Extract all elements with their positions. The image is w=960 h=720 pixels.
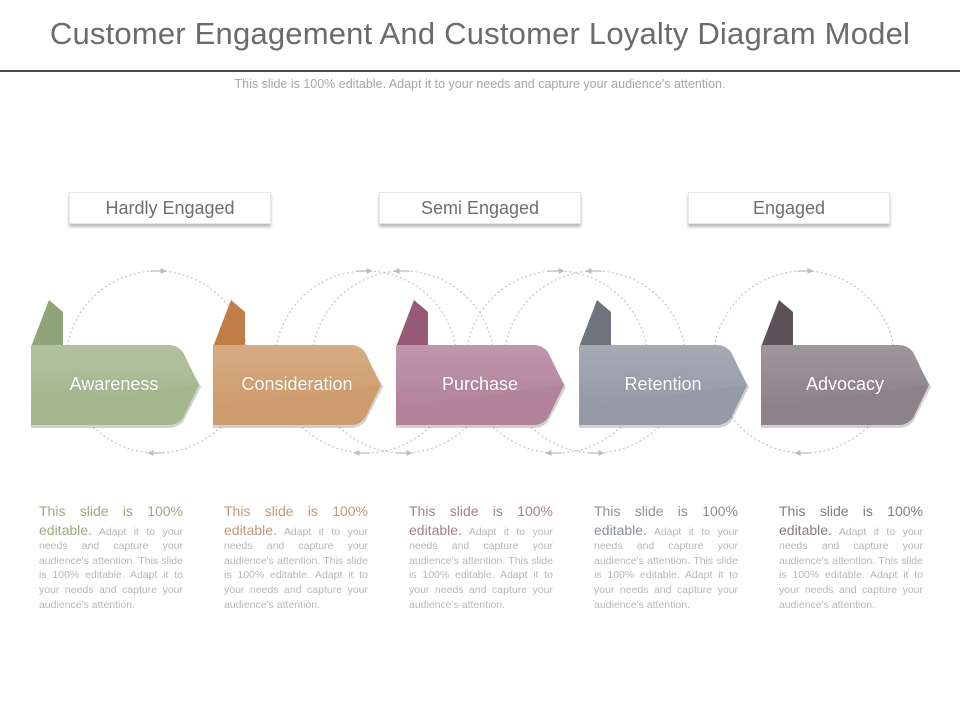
description-lead: This slide is 100% editable. [594,503,738,538]
description-lead: This slide is 100% editable. [224,503,368,538]
stage-arrow-sheen-retention [579,345,747,407]
stage-label-purchase: Purchase [441,374,519,394]
stage-label-retention: Retention [624,374,702,394]
slide-subtitle: This slide is 100% editable. Adapt it to… [234,77,726,91]
description-body: Adapt it to your needs and capture your … [409,525,554,611]
stage-tab-retention [579,300,611,347]
level-box-engaged: Engaged [688,192,890,224]
stage-label-awareness: Awareness [69,374,159,394]
stage-description-purchase: This slide is 100% editable. Adapt it to… [409,502,553,612]
description-body: Adapt it to your needs and capture your … [224,525,369,611]
level-box-hardly-engaged: Hardly Engaged [69,192,271,224]
stage-tab-consideration [213,300,245,347]
slide-title: Customer Engagement And Customer Loyalty… [49,16,911,51]
stage-arrow-sheen-purchase [396,345,564,407]
description-lead: This slide is 100% editable. [39,503,183,538]
stage-tab-advocacy [761,300,793,347]
cycle-arrowheads [147,268,814,456]
stage-tab-awareness [31,300,63,347]
description-lead: This slide is 100% editable. [779,503,923,538]
title-divider [0,70,960,72]
stage-description-retention: This slide is 100% editable. Adapt it to… [594,502,738,612]
stage-label-consideration: Consideration [241,374,353,394]
stage-description-consideration: This slide is 100% editable. Adapt it to… [224,502,368,612]
stage-label-advocacy: Advocacy [805,374,885,394]
description-lead: This slide is 100% editable. [409,503,553,538]
description-body: Adapt it to your needs and capture your … [39,525,184,611]
level-box-semi-engaged: Semi Engaged [379,192,581,224]
stage-arrow-sheen-consideration [213,345,381,407]
stage-description-advocacy: This slide is 100% editable. Adapt it to… [779,502,923,612]
stage-arrows [31,300,931,428]
stage-arrow-sheen-awareness [31,345,199,407]
description-body: Adapt it to your needs and capture your … [779,525,924,611]
stage-arrow-sheen-advocacy [761,345,929,407]
stage-tab-purchase [396,300,428,347]
stage-description-awareness: This slide is 100% editable. Adapt it to… [39,502,183,612]
description-body: Adapt it to your needs and capture your … [594,525,739,611]
